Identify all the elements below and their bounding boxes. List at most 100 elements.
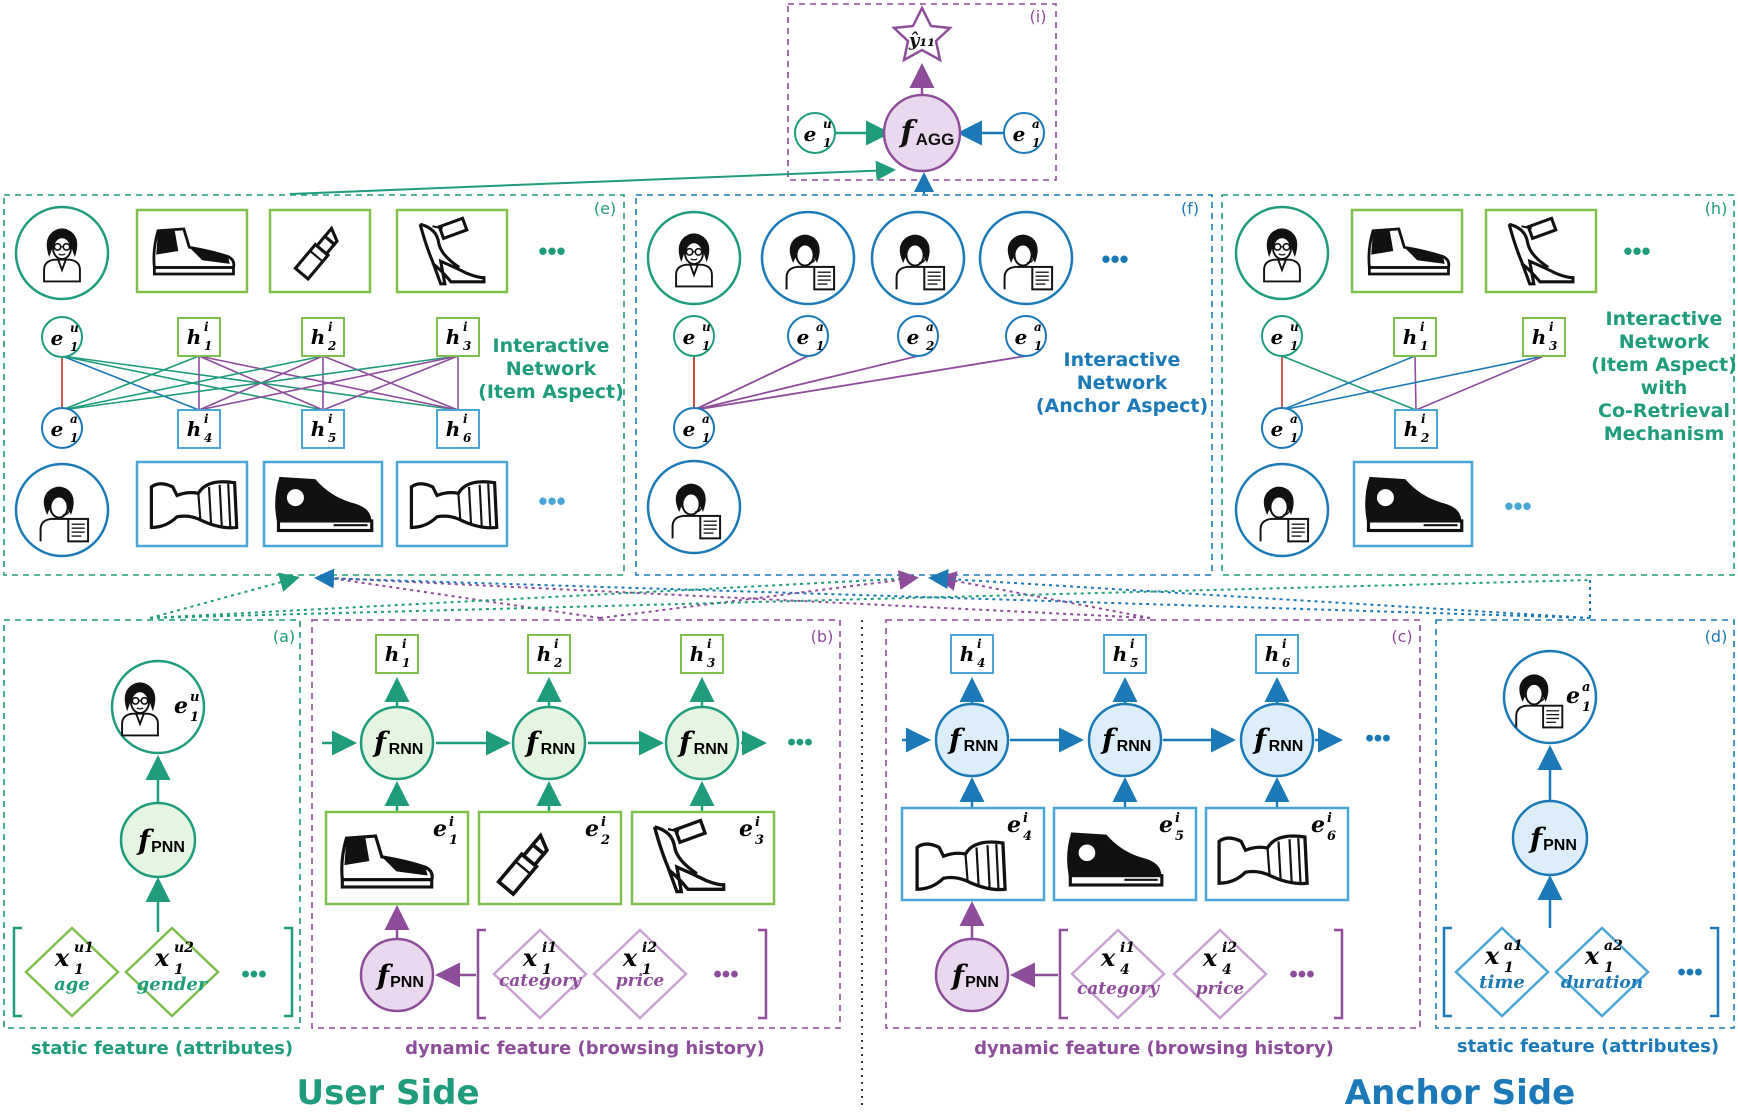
svg-text:e: e [683, 325, 696, 349]
ellipsis-b-features: ••• [713, 961, 738, 988]
agg-e1a-node [1003, 112, 1045, 154]
svg-text:e: e [1015, 325, 1028, 349]
e1u-node-e [41, 316, 83, 358]
ellipsis-f: ••• [1101, 244, 1128, 274]
svg-text:h: h [1404, 417, 1419, 441]
feature-age-label: age [54, 974, 90, 995]
h1-sup: i [402, 637, 407, 651]
h4-sup: i [977, 637, 982, 651]
h4-sub: 4 [204, 431, 212, 445]
interactive-co-line3: (Item Aspect) [1591, 354, 1737, 376]
panel-b: h i 1 h i 2 h i 3 f RNN f RNN f RNN [322, 634, 813, 1059]
e1a-sub: 1 [70, 431, 78, 445]
h2-node-e [301, 317, 345, 357]
ellipsis-h-bottom: ••• [1504, 491, 1531, 521]
svg-text:h: h [1113, 642, 1128, 666]
panel-f: ••• e u 1 e a 1 e a 2 e a 1 e a 1 Intera… [646, 210, 1208, 555]
svg-text:x: x [522, 943, 538, 972]
svg-text:e: e [739, 816, 753, 842]
ellipsis-h-top: ••• [1623, 236, 1650, 266]
feature-i1-sup: i1 [1120, 940, 1135, 956]
interactive-co-line5: Co-Retrieval [1598, 400, 1730, 422]
h1-node-e [177, 317, 221, 357]
e1a-sup: a [816, 320, 824, 334]
panel-e: ••• e u 1 i h i 1 h [14, 205, 624, 558]
e1u-sub: 1 [1290, 339, 1298, 353]
h2-sup: i [328, 320, 333, 334]
panel-d: e a 1 f PNN x a1 1 time x a2 1 duration … [1442, 649, 1720, 1057]
user-side-title: User Side [296, 1073, 479, 1113]
svg-text:e: e [1311, 812, 1325, 838]
svg-text:x: x [1584, 941, 1600, 970]
h6-sub: 6 [1282, 656, 1291, 670]
e-item-sub: 6 [1327, 829, 1336, 844]
h5-sub: 5 [1130, 656, 1138, 670]
e-item-sup: i [601, 815, 606, 830]
svg-text:e: e [907, 325, 920, 349]
svg-text:e: e [797, 325, 810, 349]
feature-sub: 1 [1504, 960, 1514, 976]
panel-h: ••• e u 1 h i 1 h i 3 e a 1 h i 2 [1234, 205, 1737, 558]
e1u-sup: u [70, 321, 79, 335]
svg-text:x: x [1100, 943, 1116, 972]
e1a-node-f-2 [1005, 315, 1047, 357]
f-rnn-sub: RNN [964, 738, 999, 755]
panel-f-frame [635, 194, 1213, 576]
f-rnn-sub: RNN [1269, 738, 1304, 755]
e2a-sup: a [926, 320, 934, 334]
e-item-sub: 3 [755, 833, 764, 848]
agg-e1u-label: e [804, 122, 817, 146]
interactive-anchor-line2: Network [1077, 372, 1168, 394]
feature-sub: 1 [542, 962, 552, 978]
h1-sub: 1 [1420, 339, 1428, 353]
h2-node-b [527, 634, 571, 674]
h6-sup: i [463, 412, 468, 426]
h3-node-e [436, 317, 480, 357]
h3-sub: 3 [463, 339, 471, 353]
svg-text:e: e [1271, 417, 1284, 441]
svg-text:h: h [1532, 325, 1547, 349]
panel-d-frame [1435, 619, 1735, 1029]
h5-sup: i [328, 412, 333, 426]
h6-sup: i [1282, 637, 1287, 651]
svg-text:x: x [1202, 943, 1218, 972]
e1a-label: e [51, 417, 64, 441]
agg-e1a-label: e [1013, 122, 1026, 146]
h1-sub: 1 [204, 339, 212, 353]
panel-label-b: (b) [811, 627, 834, 646]
feature-duration-label: duration [1561, 973, 1643, 993]
f-pnn-c [934, 937, 1010, 1013]
e1u-sup: u [190, 690, 199, 705]
svg-text:h: h [1403, 325, 1418, 349]
f-pnn-sub: PNN [151, 839, 185, 856]
panel-label-i: (i) [1030, 7, 1047, 26]
interactive-item-line3: (Item Aspect) [478, 381, 624, 403]
h3-sup: i [707, 637, 712, 651]
e1a-sup: a [1582, 680, 1590, 695]
h1-sub: 1 [402, 656, 410, 670]
feature-category-label: category [1077, 979, 1160, 999]
feature-time-label: time [1479, 972, 1525, 993]
svg-text:e: e [1007, 812, 1021, 838]
anchor-avatar-d [1502, 649, 1598, 745]
h3-sub: 3 [707, 656, 715, 670]
h6-sub: 6 [463, 431, 472, 445]
user-icon [121, 681, 159, 737]
svg-text:h: h [311, 417, 326, 441]
interactive-anchor-line3: (Anchor Aspect) [1036, 395, 1208, 417]
h4-node-c [950, 634, 994, 674]
panel-a: e u 1 f PNN x u1 1 age x u2 1 gender •••… [12, 659, 294, 1059]
h5-sub: 5 [328, 431, 336, 445]
h5-node-c [1103, 634, 1147, 674]
feature-price-label: price [616, 971, 665, 991]
svg-text:h: h [311, 325, 326, 349]
aggregation-panel: ŷ₁₁ f AGG e u 1 e a 1 [289, 5, 1045, 195]
e1a-node-e [41, 407, 83, 449]
f-rnn-b-2 [511, 705, 587, 781]
h1-sup: i [1420, 320, 1425, 334]
panel-c: h i 4 h i 5 h i 6 f RNN f RNN f RNN [900, 634, 1391, 1059]
e2a-sub: 2 [925, 339, 934, 353]
ellipsis-b-rnn: ••• [787, 729, 812, 756]
ellipsis-c-rnn: ••• [1365, 725, 1390, 752]
f-rnn-c-1 [934, 702, 1010, 778]
